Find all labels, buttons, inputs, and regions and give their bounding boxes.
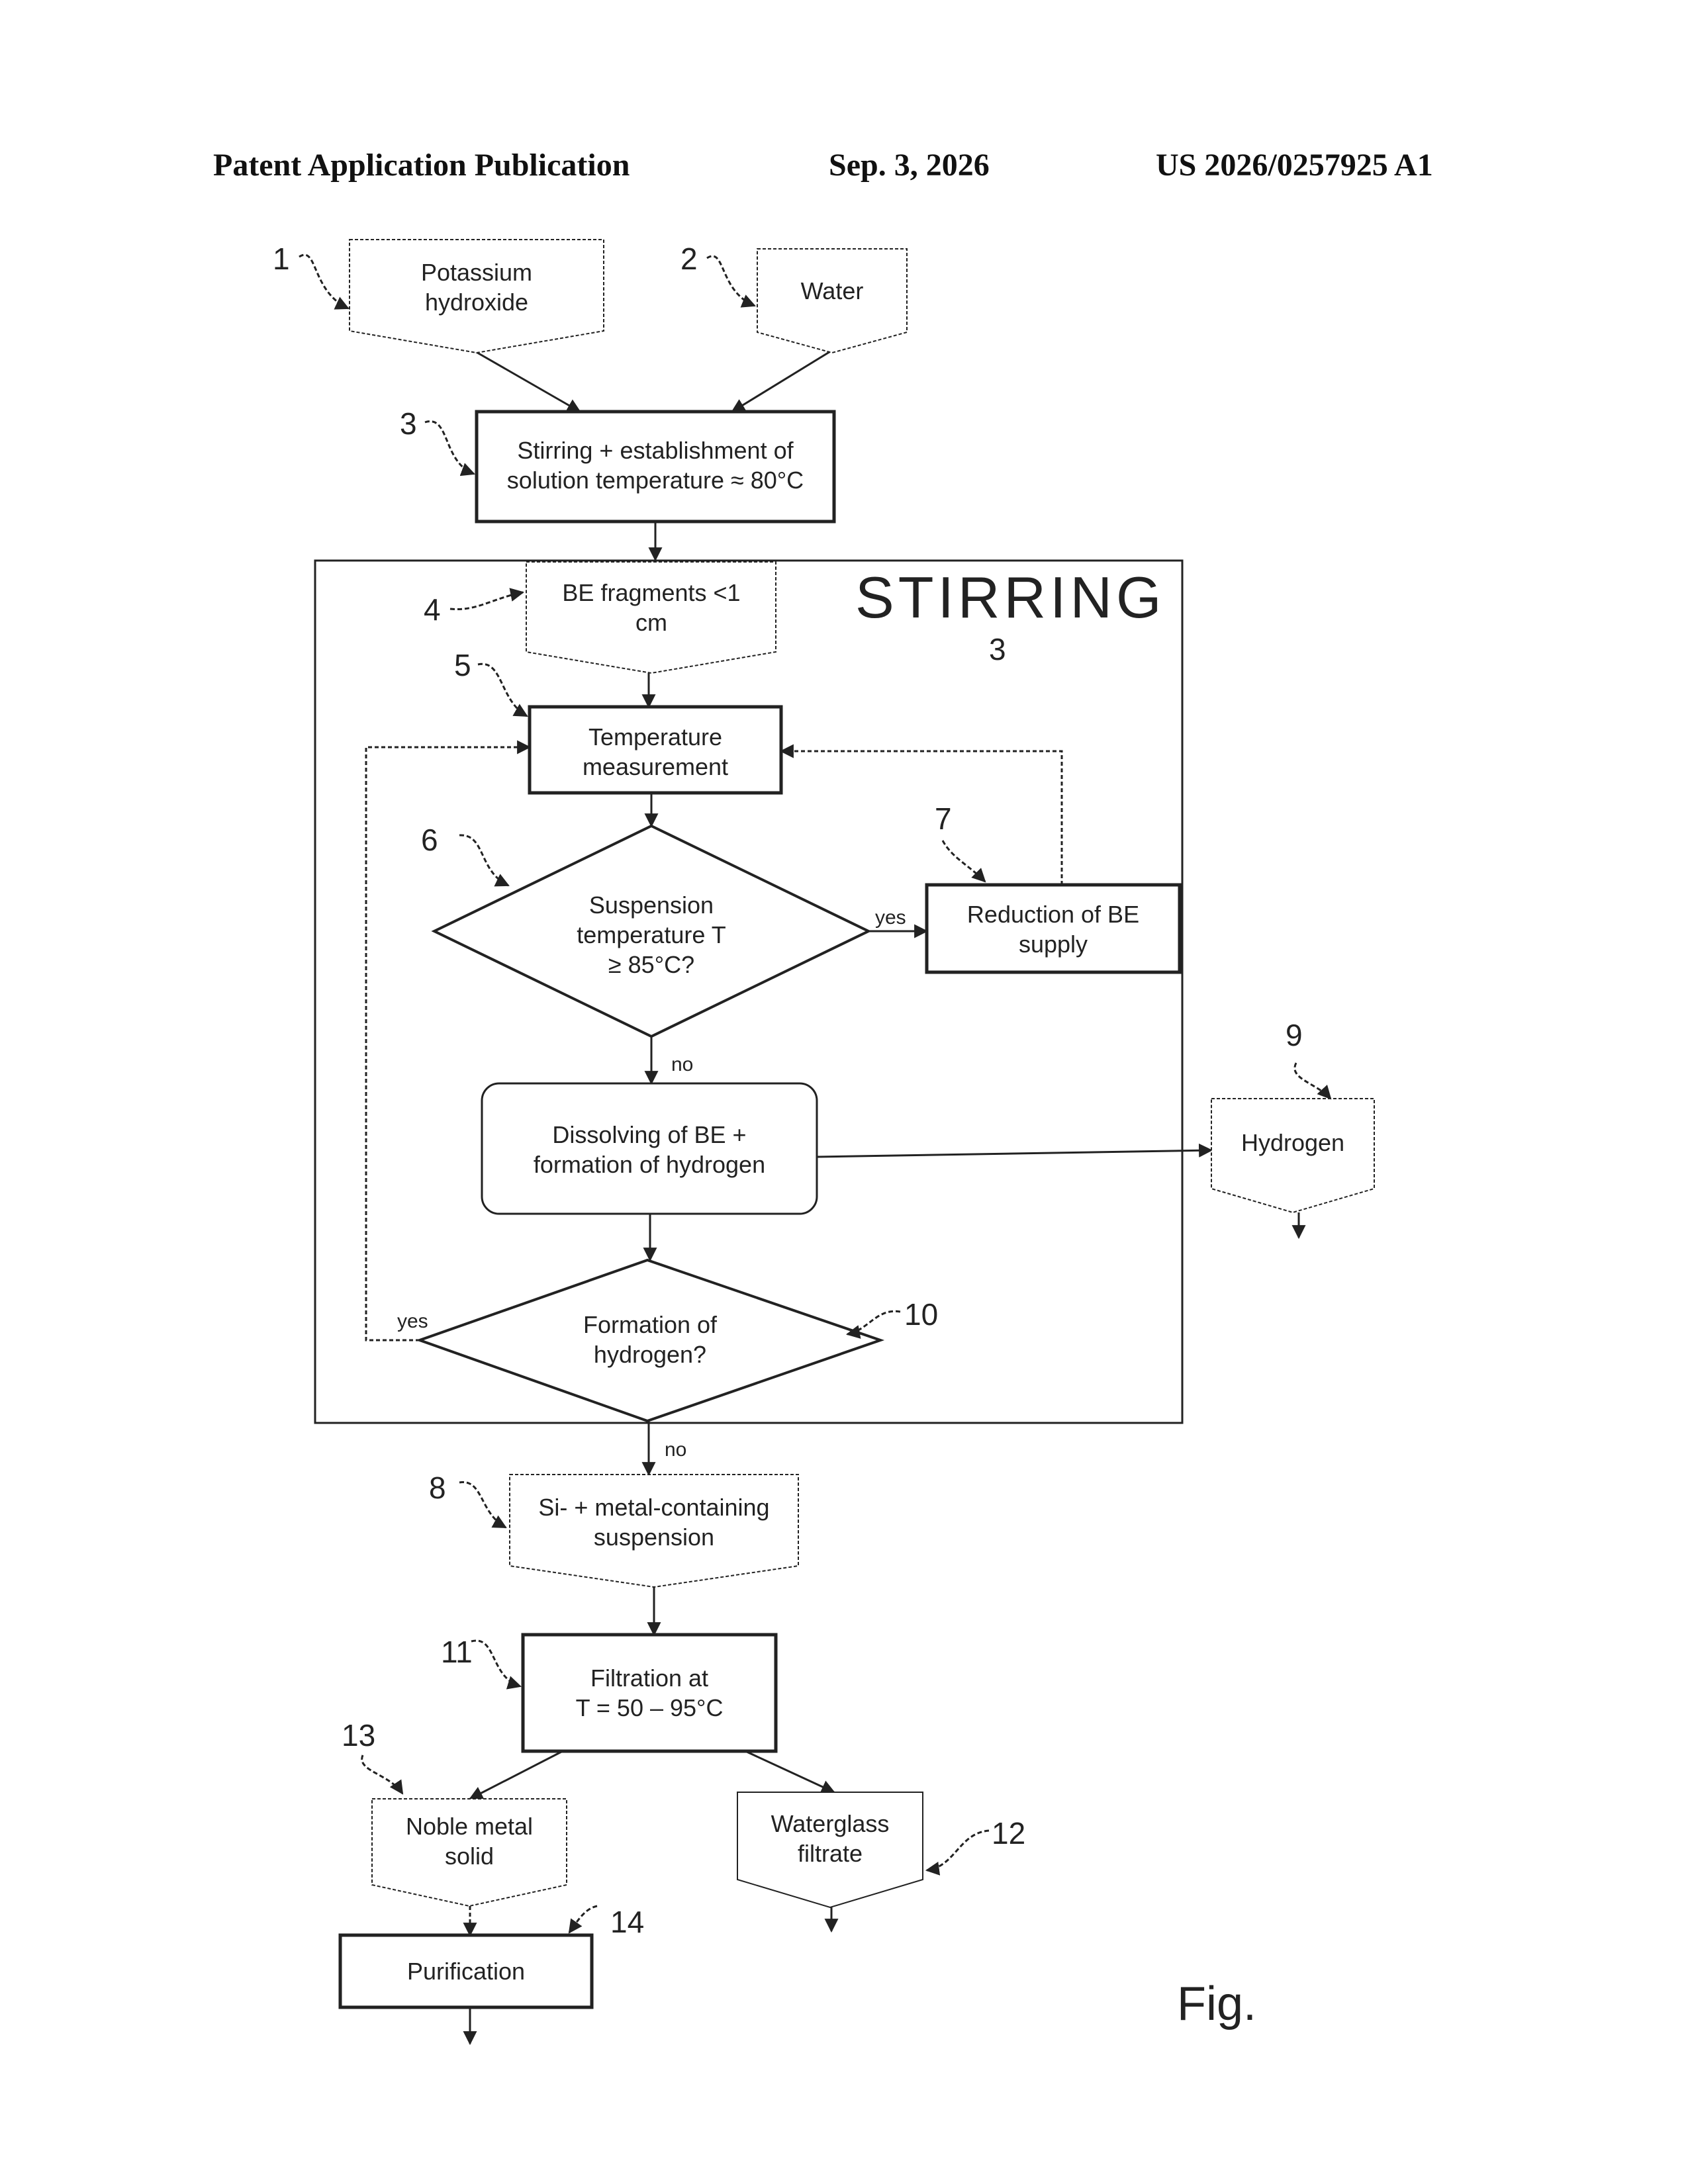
node-label-line: cm: [635, 609, 667, 636]
leader-12: [927, 1831, 989, 1870]
ref-11: 11: [441, 1635, 473, 1669]
leader-9: [1295, 1063, 1331, 1099]
label-water: Water: [801, 277, 864, 304]
node-label-line: Temperature: [588, 723, 722, 751]
ref-3: 3: [400, 406, 417, 441]
node-label-line: solid: [445, 1843, 494, 1870]
node-label-line: hydroxide: [425, 289, 528, 316]
leader-11: [471, 1641, 520, 1686]
node-label-line: formation of hydrogen: [534, 1151, 765, 1178]
leader-6: [459, 835, 508, 886]
leader-2: [707, 256, 755, 306]
node-label-line: Hydrogen: [1241, 1129, 1344, 1156]
edge-label-d6-yes: yes: [875, 907, 906, 929]
ref-7: 7: [935, 801, 952, 836]
node-label-line: Waterglass: [771, 1810, 890, 1837]
leader-8: [459, 1482, 506, 1527]
ref-12: 12: [992, 1816, 1025, 1850]
node-label-line: ≥ 85°C?: [608, 951, 694, 978]
node-label-line: Stirring + establishment of: [517, 437, 794, 464]
node-label-line: Filtration at: [590, 1664, 708, 1692]
edge-koh-to-stirring: [474, 351, 580, 412]
leader-4: [450, 592, 523, 610]
figure-label: Fig.: [1177, 1978, 1256, 2030]
node-label-line: Reduction of BE: [967, 901, 1139, 928]
node-label-line: suspension: [594, 1524, 714, 1551]
node-label-line: Dissolving of BE +: [552, 1121, 746, 1148]
ref-10: 10: [904, 1297, 938, 1332]
edge-reduction-back-to-tempmeas: [781, 751, 1062, 885]
edge-filtration-to-noblemetal: [470, 1751, 563, 1799]
leader-13: [362, 1755, 402, 1794]
ref-5: 5: [454, 648, 471, 682]
leader-5: [478, 664, 527, 716]
node-shapes: [340, 240, 1374, 2007]
node-label-line: Purification: [407, 1958, 525, 1985]
ref-1: 1: [273, 242, 290, 276]
node-label-line: T = 50 – 95°C: [576, 1694, 724, 1721]
node-label-line: solution temperature ≈ 80°C: [507, 467, 804, 494]
edge-decision2-yes-loop: [366, 747, 530, 1340]
node-label-line: measurement: [583, 753, 728, 780]
node-label-line: Suspension: [589, 891, 714, 919]
label-hydrogen: Hydrogen: [1241, 1129, 1344, 1156]
process-shape-filtration: [523, 1635, 776, 1751]
stirring-group-title: STIRRING: [855, 565, 1165, 630]
leader-3: [425, 422, 474, 474]
leader-7: [943, 841, 985, 882]
node-label-line: Noble metal: [406, 1813, 533, 1840]
ref-13: 13: [342, 1718, 375, 1752]
ref-8: 8: [429, 1471, 446, 1505]
node-label-line: hydrogen?: [594, 1341, 706, 1368]
node-label-line: temperature T: [577, 921, 726, 948]
stirring-group-ref: 3: [989, 632, 1006, 666]
process-shape-dissolving: [482, 1083, 817, 1214]
leader-14: [569, 1906, 597, 1933]
ref-2: 2: [680, 242, 698, 276]
node-label-line: Si- + metal-containing: [538, 1494, 769, 1521]
node-label-line: Water: [801, 277, 864, 304]
ref-4: 4: [424, 592, 441, 627]
edge-water-to-stirring: [732, 351, 831, 412]
edge-label-d10-yes: yes: [397, 1310, 428, 1332]
node-label-line: Formation of: [583, 1311, 718, 1338]
node-label-line: filtrate: [798, 1840, 863, 1867]
node-label-line: BE fragments <1: [562, 579, 740, 606]
edge-label-d10-no: no: [665, 1439, 686, 1461]
ref-9: 9: [1286, 1018, 1303, 1052]
edge-label-d6-no: no: [671, 1054, 693, 1075]
ref-14: 14: [610, 1905, 644, 1939]
edge-filtration-to-waterglass: [745, 1751, 834, 1792]
ref-6: 6: [421, 823, 438, 857]
label-purification: Purification: [407, 1958, 525, 1985]
leader-1: [299, 255, 348, 308]
node-label-line: Potassium: [421, 259, 532, 286]
process-shape-reduction: [927, 885, 1180, 972]
edge-dissolving-to-hydrogen: [817, 1150, 1211, 1157]
node-label-line: supply: [1019, 931, 1088, 958]
